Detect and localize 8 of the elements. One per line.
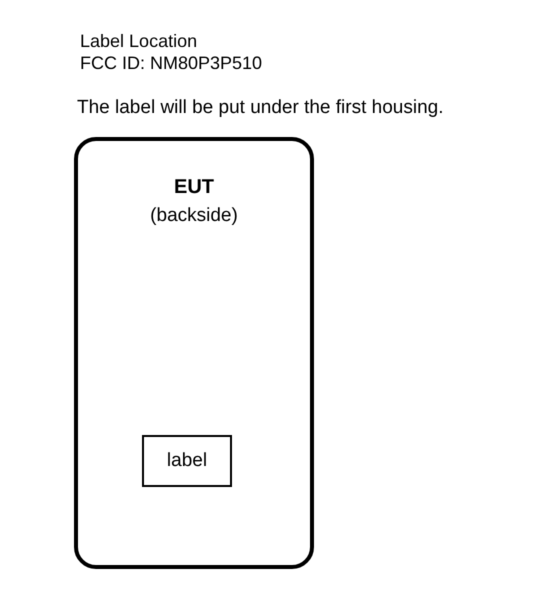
note-text: FCC ID: NM80P3P510	[80, 53, 262, 74]
label-box	[142, 435, 232, 487]
label-text: label	[166, 450, 208, 472]
title: Label Location	[80, 31, 198, 52]
note-text: The label will be put under the first housing.	[77, 97, 444, 119]
device-name: EUT	[173, 176, 215, 199]
device-outline	[74, 137, 314, 569]
device-side-text: (backside)	[149, 205, 239, 227]
